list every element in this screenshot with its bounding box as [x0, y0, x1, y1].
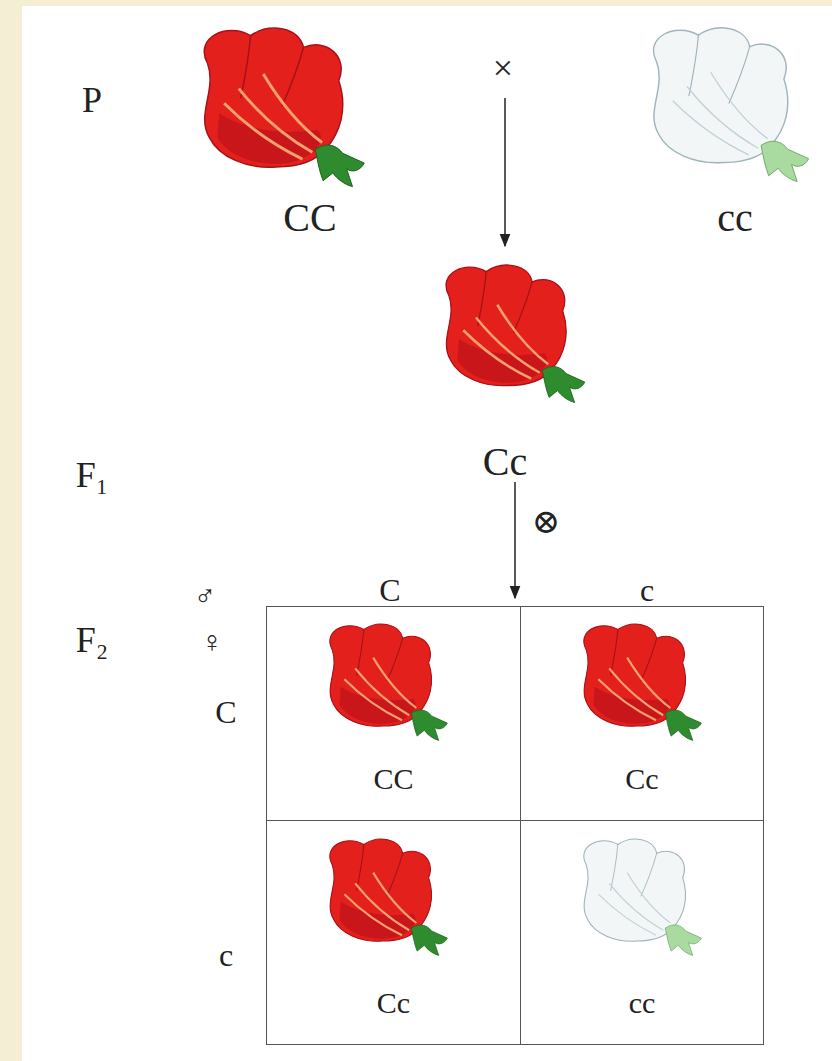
selfing-symbol: ⊗	[532, 505, 561, 539]
cross-arrow	[504, 98, 506, 246]
generation-label: F₁	[76, 457, 109, 493]
cross-symbol: ×	[493, 50, 513, 86]
genotype-label: cc	[629, 988, 656, 1018]
red-flower	[330, 624, 448, 740]
gamete-label: C	[379, 574, 400, 606]
sex-symbol: ♀	[201, 627, 224, 657]
panel-ground	[22, 6, 832, 1061]
genotype-label: CC	[373, 764, 413, 794]
red-flower	[204, 28, 364, 186]
sex-symbol: ♂	[194, 581, 217, 611]
gamete-label: c	[219, 939, 233, 971]
generation-label: P	[82, 82, 102, 118]
punnett-cell: Cc	[266, 820, 521, 1045]
genotype-label: cc	[717, 198, 753, 238]
punnett-cell: cc	[520, 820, 764, 1045]
selfing-arrow	[514, 482, 516, 598]
genotype-label: Cc	[483, 442, 527, 482]
punnett-cell: CC	[266, 606, 521, 821]
gamete-label: c	[640, 574, 654, 606]
gamete-label: C	[215, 696, 236, 728]
genotype-label: CC	[283, 198, 336, 238]
white-flower	[584, 839, 702, 955]
genotype-label: Cc	[625, 764, 658, 794]
punnett-cell: Cc	[520, 606, 764, 821]
red-flower	[584, 624, 702, 740]
white-flower	[653, 28, 808, 182]
red-flower	[330, 839, 448, 955]
genotype-label: Cc	[377, 988, 410, 1018]
generation-label: F₂	[76, 622, 109, 658]
red-flower	[446, 265, 585, 402]
